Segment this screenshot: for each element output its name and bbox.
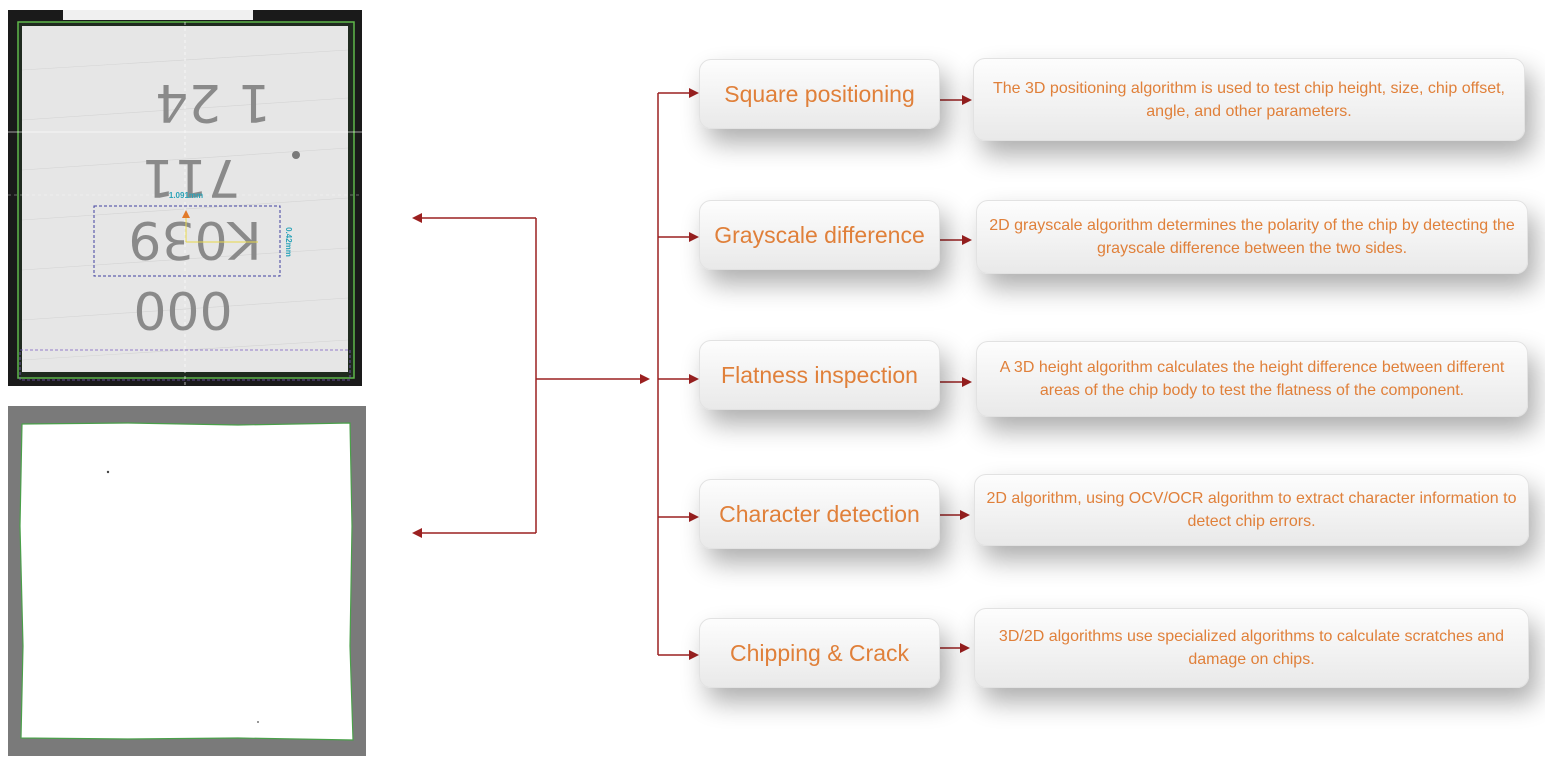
- label-text: Chipping & Crack: [730, 639, 909, 666]
- chip-marking-line-2: 711: [141, 147, 240, 207]
- desc-grayscale-difference: 2D grayscale algorithm determines the po…: [976, 200, 1528, 274]
- chip-marking-line-3: K039: [128, 209, 261, 269]
- desc-square-positioning: The 3D positioning algorithm is used to …: [973, 58, 1525, 141]
- chip-camera-image: 1 24 711 K039 000 1.091mm 0.42mm: [8, 10, 362, 386]
- label-square-positioning: Square positioning: [699, 59, 940, 129]
- description-text: A 3D height algorithm calculates the hei…: [999, 359, 1505, 399]
- chip-marking-line-4: 000: [133, 279, 232, 339]
- chip-marking-line-1: 1 24: [155, 72, 271, 132]
- description-text: 3D/2D algorithms use specialized algorit…: [998, 628, 1505, 668]
- label-chipping-crack: Chipping & Crack: [699, 618, 940, 688]
- label-character-detection: Character detection: [699, 479, 940, 549]
- description-text: 2D algorithm, using OCV/OCR algorithm to…: [986, 490, 1517, 530]
- height-measurement: 0.42mm: [284, 227, 293, 257]
- label-grayscale-difference: Grayscale difference: [699, 200, 940, 270]
- desc-character-detection: 2D algorithm, using OCV/OCR algorithm to…: [974, 474, 1529, 546]
- description-text: 2D grayscale algorithm determines the po…: [989, 217, 1515, 257]
- width-measurement: 1.091mm: [169, 191, 203, 200]
- desc-flatness-inspection: A 3D height algorithm calculates the hei…: [976, 341, 1528, 417]
- label-text: Flatness inspection: [721, 361, 918, 388]
- description-text: The 3D positioning algorithm is used to …: [993, 79, 1505, 120]
- label-text: Square positioning: [724, 80, 915, 107]
- chip-binary-image: [8, 406, 366, 756]
- label-text: Character detection: [719, 500, 920, 527]
- label-text: Grayscale difference: [714, 221, 925, 248]
- label-flatness-inspection: Flatness inspection: [699, 340, 940, 410]
- desc-chipping-crack: 3D/2D algorithms use specialized algorit…: [974, 608, 1529, 688]
